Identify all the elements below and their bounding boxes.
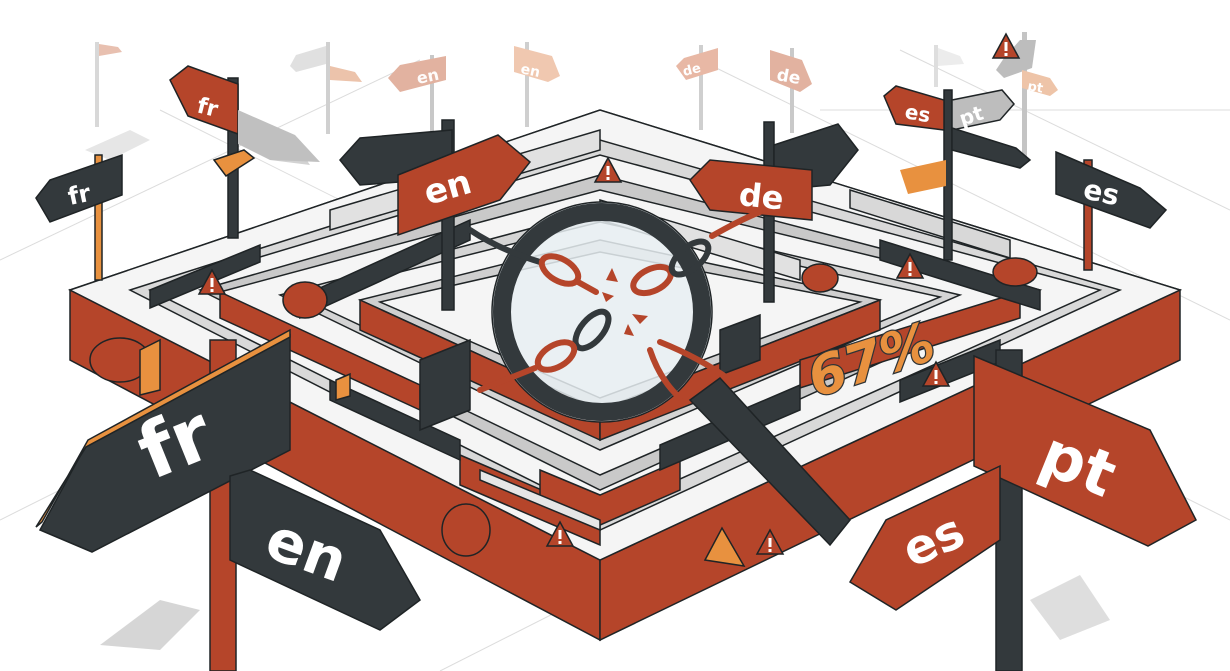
break-spark-icon — [602, 268, 648, 336]
bg-sign-pt: pt — [1026, 79, 1044, 96]
sign-es-right: es — [903, 99, 932, 127]
bg-sign-en-2: en — [519, 61, 541, 81]
bg-sign-de-2: de — [775, 65, 802, 89]
magnifying-glass — [467, 201, 851, 547]
midground-signposts: fr fr en de es pt es — [35, 65, 1168, 311]
bg-sign-en-1: en — [415, 65, 441, 88]
broken-chain-icon — [467, 209, 763, 401]
bg-sign-de-1: de — [681, 61, 702, 80]
background-signposts: en en de de pt — [85, 32, 1058, 165]
sign-es-far-right: es — [1081, 173, 1123, 213]
foreground-signposts: fr en pt es — [35, 328, 1198, 671]
